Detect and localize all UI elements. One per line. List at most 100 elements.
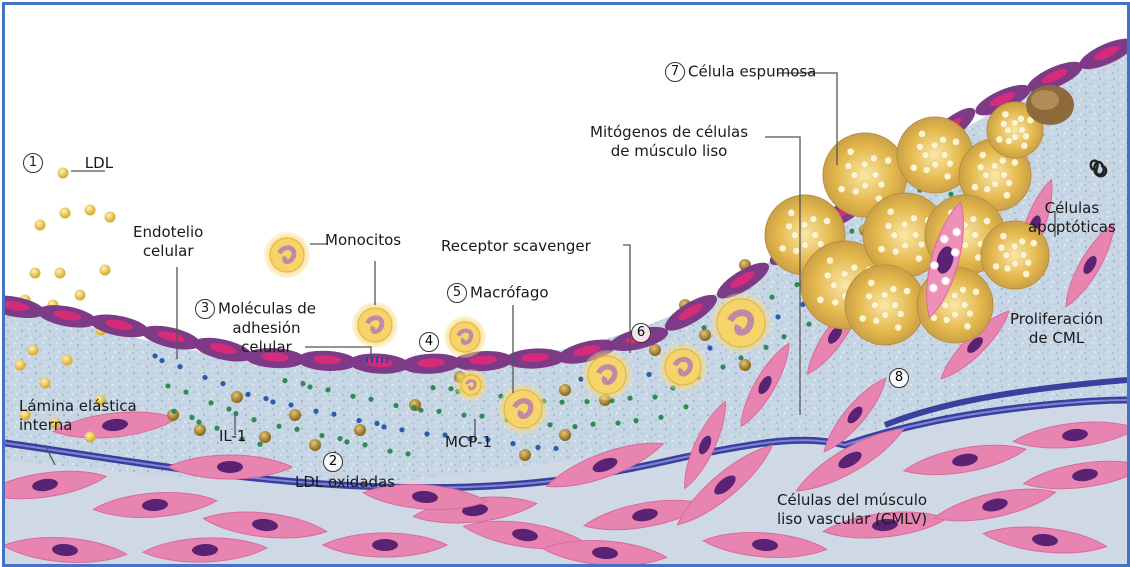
lipid-droplet — [992, 180, 999, 187]
lipid-droplet — [977, 164, 984, 171]
lipid-droplet — [912, 232, 919, 239]
foam-cell — [845, 265, 925, 345]
ldl-particle — [62, 355, 73, 366]
ldl-particle — [60, 208, 71, 219]
lipid-droplet — [1025, 259, 1032, 266]
lipid-droplet — [1001, 172, 1008, 179]
number-4: 4 — [419, 332, 439, 352]
lipid-droplet — [916, 143, 923, 150]
ldl-particle — [75, 290, 86, 301]
chemokine-dot — [362, 442, 367, 447]
ldl-particle — [100, 265, 111, 276]
lipid-droplet — [903, 288, 910, 295]
chemokine-dot — [424, 431, 429, 436]
oxidized-ldl — [699, 329, 711, 341]
oxidized-ldl — [519, 449, 531, 461]
chemokine-dot — [535, 445, 540, 450]
label-ldl-oxidadas: LDL oxidadas — [295, 473, 395, 492]
label-celula-espumosa: 7Célula espumosa — [665, 62, 816, 82]
leader-line — [777, 73, 837, 165]
monocyte-migrating — [444, 316, 486, 358]
lipid-droplet — [918, 241, 925, 248]
oxidized-ldl — [649, 344, 661, 356]
lipid-droplet — [952, 138, 959, 145]
lipid-droplet — [892, 248, 899, 255]
chemokine-dot — [257, 442, 262, 447]
chemokine-dot — [208, 400, 213, 405]
label-macrofago: 5Macrófago — [447, 283, 549, 303]
atherosclerosis-illustration — [5, 5, 1127, 564]
lipid-droplet — [1021, 142, 1028, 149]
chemokine-dot — [196, 419, 201, 424]
lipid-droplet — [923, 166, 930, 173]
chemokine-dot — [251, 417, 256, 422]
lipid-droplet — [931, 142, 938, 149]
lipid-droplet — [872, 172, 879, 179]
lipid-droplet — [841, 271, 848, 278]
chemokine-dot — [226, 406, 231, 411]
lipid-droplet — [802, 241, 809, 248]
lipid-droplet — [885, 157, 892, 164]
lipid-droplet — [1019, 238, 1026, 245]
lipid-droplet — [873, 317, 880, 324]
lipid-droplet — [868, 279, 875, 286]
number-2: 2 — [323, 452, 343, 472]
lipid-droplet — [872, 302, 879, 309]
lipid-droplet — [1012, 260, 1019, 267]
chemokine-dot — [245, 392, 250, 397]
lipid-droplet — [826, 257, 833, 264]
lipid-droplet — [999, 157, 1006, 164]
chemokine-dot — [177, 364, 182, 369]
lipid-droplet — [910, 215, 917, 222]
chemokine-dot — [806, 322, 811, 327]
lipid-droplet — [1005, 138, 1012, 145]
chemokine-dot — [263, 396, 268, 401]
chemokine-dot — [590, 422, 595, 427]
lipid-droplet — [897, 310, 904, 317]
lipid-droplet — [817, 296, 824, 303]
lipid-droplet — [801, 222, 808, 229]
lipid-droplet — [812, 232, 819, 239]
label-endotelio: Endotelio celular — [133, 223, 203, 261]
chemokine-dot — [948, 192, 953, 197]
monocyte-transmigrating — [455, 369, 487, 401]
chemokine-dot — [633, 418, 638, 423]
lipid-droplet — [1011, 243, 1018, 250]
chemokine-dot — [233, 411, 238, 416]
chemokine-dot — [701, 325, 706, 330]
lipid-droplet — [960, 286, 967, 293]
lipid-droplet — [824, 272, 831, 279]
chemokine-dot — [189, 415, 194, 420]
monocyte-adhering — [352, 302, 398, 348]
lipid-droplet — [1017, 115, 1024, 122]
chemokine-dot — [794, 282, 799, 287]
chemokine-dot — [356, 418, 361, 423]
lipid-droplet — [881, 292, 888, 299]
lipid-droplet — [870, 155, 877, 162]
lipid-droplet — [943, 316, 950, 323]
lipid-droplet — [852, 188, 859, 195]
number-7: 7 — [665, 62, 685, 82]
chemokine-dot — [781, 334, 786, 339]
ldl-particle — [15, 360, 26, 371]
chemokine-dot — [270, 399, 275, 404]
lipid-droplet — [861, 161, 868, 168]
lipid-droplet — [1020, 252, 1027, 259]
chemokine-dot — [405, 451, 410, 456]
lipid-droplet — [984, 186, 991, 193]
number-6: 6 — [631, 323, 651, 343]
label-receptor: Receptor scavenger — [441, 237, 591, 256]
lipid-droplet — [942, 302, 949, 309]
chemokine-dot — [325, 387, 330, 392]
macrophage — [659, 343, 707, 391]
macrophage-lipid — [711, 293, 771, 353]
lipid-droplet — [964, 323, 971, 330]
lipid-droplet — [793, 247, 800, 254]
label-monocitos: Monocitos — [325, 231, 401, 250]
chemokine-dot — [276, 424, 281, 429]
lipid-droplet — [1002, 111, 1009, 118]
lipid-droplet — [972, 288, 979, 295]
ldl-particle — [28, 345, 39, 356]
chemokine-dot — [294, 427, 299, 432]
